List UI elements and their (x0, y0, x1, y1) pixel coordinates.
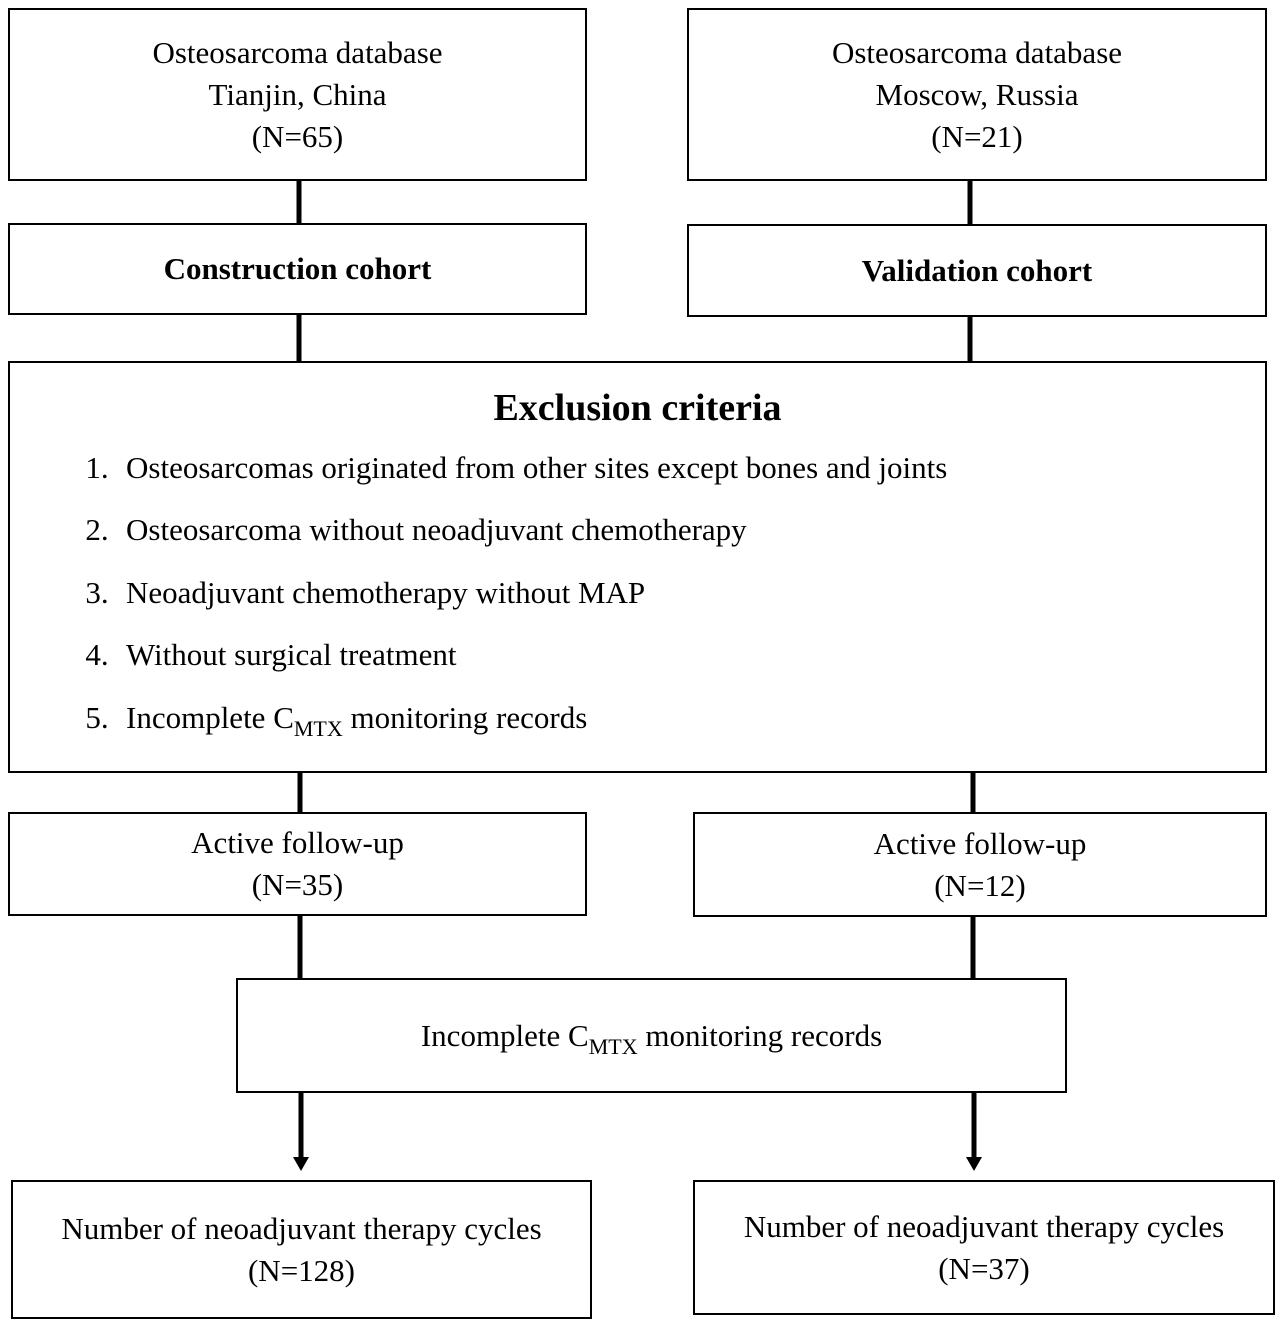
cycles-right-count: (N=37) (938, 1250, 1030, 1286)
incomplete-records-box: Incomplete CMTX monitoring records (236, 978, 1067, 1093)
criterion-text-prefix: Incomplete C (126, 700, 294, 735)
cycles-left-box: Number of neoadjuvant therapy cycles (N=… (11, 1180, 592, 1319)
construction-cohort-label: Construction cohort (163, 251, 432, 286)
criterion-item-4: 4. Without surgical treatment (68, 635, 456, 675)
followup-left-count: (N=35) (251, 867, 344, 902)
criterion-number: 4. (85, 637, 109, 672)
cycles-right-box: Number of neoadjuvant therapy cycles (N=… (693, 1180, 1275, 1315)
criterion-text: Osteosarcomas originated from other site… (126, 450, 948, 485)
cycles-right-label: Number of neoadjuvant therapy cycles (743, 1208, 1225, 1244)
followup-right-box: Active follow-up (N=12) (693, 812, 1267, 917)
validation-cohort-label: Validation cohort (861, 252, 1093, 288)
incomplete-records-prefix: Incomplete C (420, 1017, 589, 1053)
criterion-text: Without surgical treatment (126, 637, 457, 672)
validation-cohort-box: Validation cohort (687, 224, 1267, 317)
exclusion-criteria-title: Exclusion criteria (493, 387, 782, 429)
incomplete-records-suffix: monitoring records (637, 1017, 883, 1053)
database-moscow-location: Moscow, Russia (875, 76, 1079, 112)
criterion-item-3: 3. Neoadjuvant chemotherapy without MAP (68, 573, 645, 613)
criterion-subscript: MTX (293, 716, 343, 741)
exclusion-criteria-box: Exclusion criteria 1. Osteosarcomas origi… (8, 361, 1267, 773)
followup-left-box: Active follow-up (N=35) (8, 812, 587, 916)
followup-right-count: (N=12) (934, 867, 1026, 903)
database-moscow-box: Osteosarcoma database Moscow, Russia (N=… (687, 8, 1267, 181)
database-tianjin-box: Osteosarcoma database Tianjin, China (N=… (8, 8, 587, 181)
criterion-number: 2. (85, 512, 109, 547)
criterion-number: 1. (85, 450, 109, 485)
database-tianjin-location: Tianjin, China (208, 76, 387, 112)
arrowhead-left (293, 1157, 309, 1171)
criterion-number: 3. (85, 575, 109, 610)
criterion-number: 5. (85, 700, 109, 735)
incomplete-records-subscript: MTX (588, 1033, 638, 1059)
arrowhead-right (966, 1157, 982, 1171)
database-tianjin-count: (N=65) (251, 118, 344, 154)
criterion-item-1: 1. Osteosarcomas originated from other si… (68, 448, 947, 488)
followup-right-label: Active follow-up (873, 825, 1087, 861)
database-moscow-title: Osteosarcoma database (831, 34, 1123, 70)
incomplete-records-text: Incomplete CMTX monitoring records (420, 1015, 883, 1059)
criterion-text: Osteosarcoma without neoadjuvant chemoth… (126, 512, 747, 547)
construction-cohort-box: Construction cohort (8, 223, 587, 315)
cycles-left-count: (N=128) (247, 1252, 356, 1288)
criterion-text: Neoadjuvant chemotherapy without MAP (126, 575, 646, 610)
criterion-text-suffix: monitoring records (342, 700, 588, 735)
followup-left-label: Active follow-up (191, 825, 404, 860)
criterion-item-5: 5. Incomplete CMTX monitoring records (68, 698, 588, 741)
database-tianjin-title: Osteosarcoma database (152, 34, 443, 70)
cycles-left-label: Number of neoadjuvant therapy cycles (61, 1210, 542, 1246)
criterion-item-2: 2. Osteosarcoma without neoadjuvant chemo… (68, 510, 747, 550)
database-moscow-count: (N=21) (931, 118, 1023, 154)
